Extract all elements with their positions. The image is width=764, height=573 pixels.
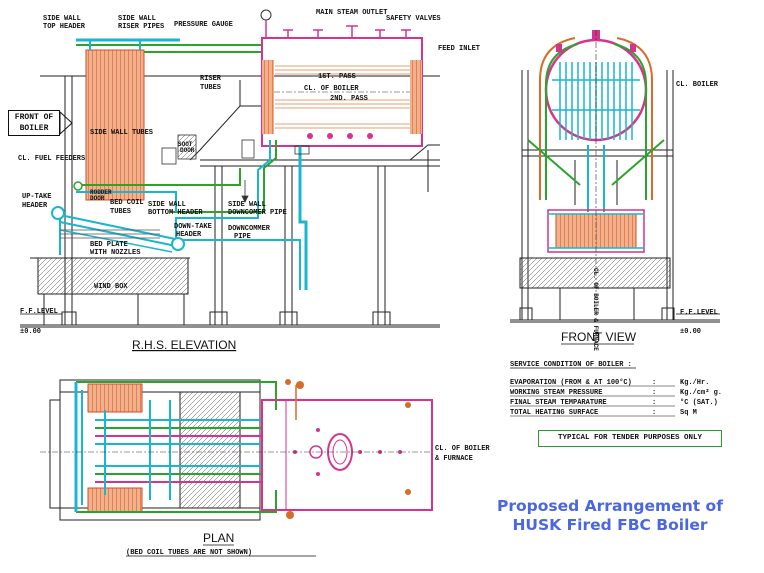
label-pressure-gauge: PRESSURE GAUGE <box>174 21 233 29</box>
service-row-unit: Sq M <box>680 409 697 417</box>
label-first-pass: 1ST. PASS <box>318 73 356 81</box>
front-view: CL. OF BOILER & FURNACE CL. BOILER F.F.L… <box>510 30 720 351</box>
side-wall-header-circle <box>73 181 83 191</box>
rhs-elevation: SIDE WALL TOP HEADER SIDE WALL RISER PIP… <box>18 9 480 352</box>
service-row-label: EVAPORATION (FROM & AT 100°C) <box>510 378 632 387</box>
label-ff-level-left: F.F.LEVEL <box>20 308 58 316</box>
service-condition-table: SERVICE CONDITION OF BOILER : EVAPORATIO… <box>510 361 722 417</box>
downcomer-piping <box>76 140 310 290</box>
label-down-take-header-1: DOWN-TAKE <box>174 223 212 231</box>
title-rhs-elevation: R.H.S. ELEVATION <box>132 338 236 352</box>
label-soot-door-1: SOOT <box>178 141 193 148</box>
service-row-unit: Kg./cm² g. <box>680 389 722 397</box>
label-side-wall-downcomer-1: SIDE WALL <box>228 201 266 209</box>
label-downcomer-pipe-2: PIPE <box>234 233 251 241</box>
label-downcomer-pipe-1: DOWNCOMMER <box>228 225 271 233</box>
label-rodder-door-2: DOOR <box>90 195 105 202</box>
label-bed-coil-tubes-2: TUBES <box>110 208 131 216</box>
label-second-pass: 2ND. PASS <box>330 95 368 103</box>
up-take-header-circle <box>51 206 65 220</box>
label-riser-tubes-1: RISER <box>200 75 222 83</box>
label-side-wall-top-header-1: SIDE WALL <box>43 15 81 23</box>
plan-bottom-tube-bank <box>87 487 143 513</box>
label-soot-door-2: DOOR <box>180 147 195 154</box>
label-bed-plate-1: BED PLATE <box>90 241 128 249</box>
label-down-take-header-2: HEADER <box>176 231 202 239</box>
down-take-header-circle <box>171 237 185 251</box>
front-tube-bank <box>552 62 640 140</box>
elevation-structure <box>20 75 440 328</box>
service-row-label: WORKING STEAM PRESSURE <box>510 389 602 397</box>
label-side-wall-top-header-2: TOP HEADER <box>43 23 86 31</box>
label-side-wall-bottom-header-2: BOTTOM HEADER <box>148 209 203 217</box>
label-cl-fuel-feeders: CL. FUEL FEEDERS <box>18 155 85 163</box>
service-row-unit: Kg./Hr. <box>680 379 709 387</box>
service-condition-title: SERVICE CONDITION OF BOILER : <box>510 361 632 369</box>
fuel-feeders <box>161 134 255 203</box>
side-wall-top-header <box>76 38 262 53</box>
front-of-boiler-line1: FRONT OF <box>14 113 54 122</box>
plan-view: CL. OF BOILER & FURNACE PLAN (BED COIL T… <box>40 379 490 557</box>
label-cl-of-boiler-furnace-2: & FURNACE <box>435 455 473 463</box>
label-wind-box: WIND BOX <box>94 283 128 291</box>
label-side-wall-downcomer-2: DOWNCOMER PIPE <box>228 209 287 217</box>
plan-piping <box>74 381 277 513</box>
service-row-unit: °C (SAT.) <box>680 398 718 407</box>
caption: Proposed Arrangement of HUSK Fired FBC B… <box>470 497 750 535</box>
label-bed-plate-2: WITH NOZZLES <box>90 249 140 257</box>
side-wall-tubes <box>85 49 145 201</box>
label-main-steam-outlet: MAIN STEAM OUTLET <box>316 9 387 17</box>
service-row-label: FINAL STEAM TEMPARATURE <box>510 399 607 407</box>
tender-note: TYPICAL FOR TENDER PURPOSES ONLY <box>538 430 722 447</box>
bed-coil-tubes <box>59 210 181 255</box>
service-row-sep: : <box>652 389 656 397</box>
label-ff-level-value-right: ±0.00 <box>680 328 701 336</box>
service-row-sep: : <box>652 409 656 417</box>
plan-top-tube-bank <box>87 383 143 413</box>
front-of-boiler-box: FRONT OF BOILER <box>8 110 60 136</box>
front-of-boiler-line2: BOILER <box>19 124 49 133</box>
label-side-wall-tubes: SIDE WALL TUBES <box>90 129 153 137</box>
service-row-label: TOTAL HEATING SURFACE <box>510 409 598 417</box>
label-side-wall-riser-pipes-1: SIDE WALL <box>118 15 156 23</box>
label-side-wall-bottom-header-1: SIDE WALL <box>148 201 186 209</box>
label-cl-boiler-front: CL. BOILER <box>676 81 719 89</box>
label-ff-level-right: F.F.LEVEL <box>680 309 718 317</box>
label-up-take-header-1: UP-TAKE <box>22 193 51 201</box>
title-plan: PLAN <box>203 531 234 545</box>
plan-note: (BED COIL TUBES ARE NOT SHOWN) <box>126 549 252 557</box>
caption-line1: Proposed Arrangement of <box>497 497 723 515</box>
boiler-shell <box>261 25 423 147</box>
front-view-structure <box>510 70 720 323</box>
label-cl-of-boiler: CL. OF BOILER <box>304 85 359 93</box>
label-cl-boiler-furnace-vertical: CL. OF BOILER & FURNACE <box>592 268 599 351</box>
label-cl-of-boiler-furnace-1: CL. OF BOILER <box>435 445 490 453</box>
label-bed-coil-tubes-1: BED COIL <box>110 199 144 207</box>
label-ff-level-value-left: ±0.00 <box>20 328 41 336</box>
title-front-view: FRONT VIEW <box>561 330 637 344</box>
front-side-risers <box>527 37 665 212</box>
pressure-gauge <box>260 9 272 38</box>
plan-boiler-shell <box>261 379 433 519</box>
label-side-wall-riser-pipes-2: RISER PIPES <box>118 23 164 31</box>
label-riser-tubes-2: TUBES <box>200 84 221 92</box>
caption-line2: HUSK Fired FBC Boiler <box>512 516 708 534</box>
service-row-sep: : <box>652 379 656 387</box>
label-rodder-door-1: RODDER <box>90 189 112 196</box>
service-row-sep: : <box>652 399 656 407</box>
label-up-take-header-2: HEADER <box>22 202 48 210</box>
label-feed-inlet: FEED INLET <box>438 45 480 53</box>
label-safety-valves: SAFETY VALVES <box>386 15 441 23</box>
